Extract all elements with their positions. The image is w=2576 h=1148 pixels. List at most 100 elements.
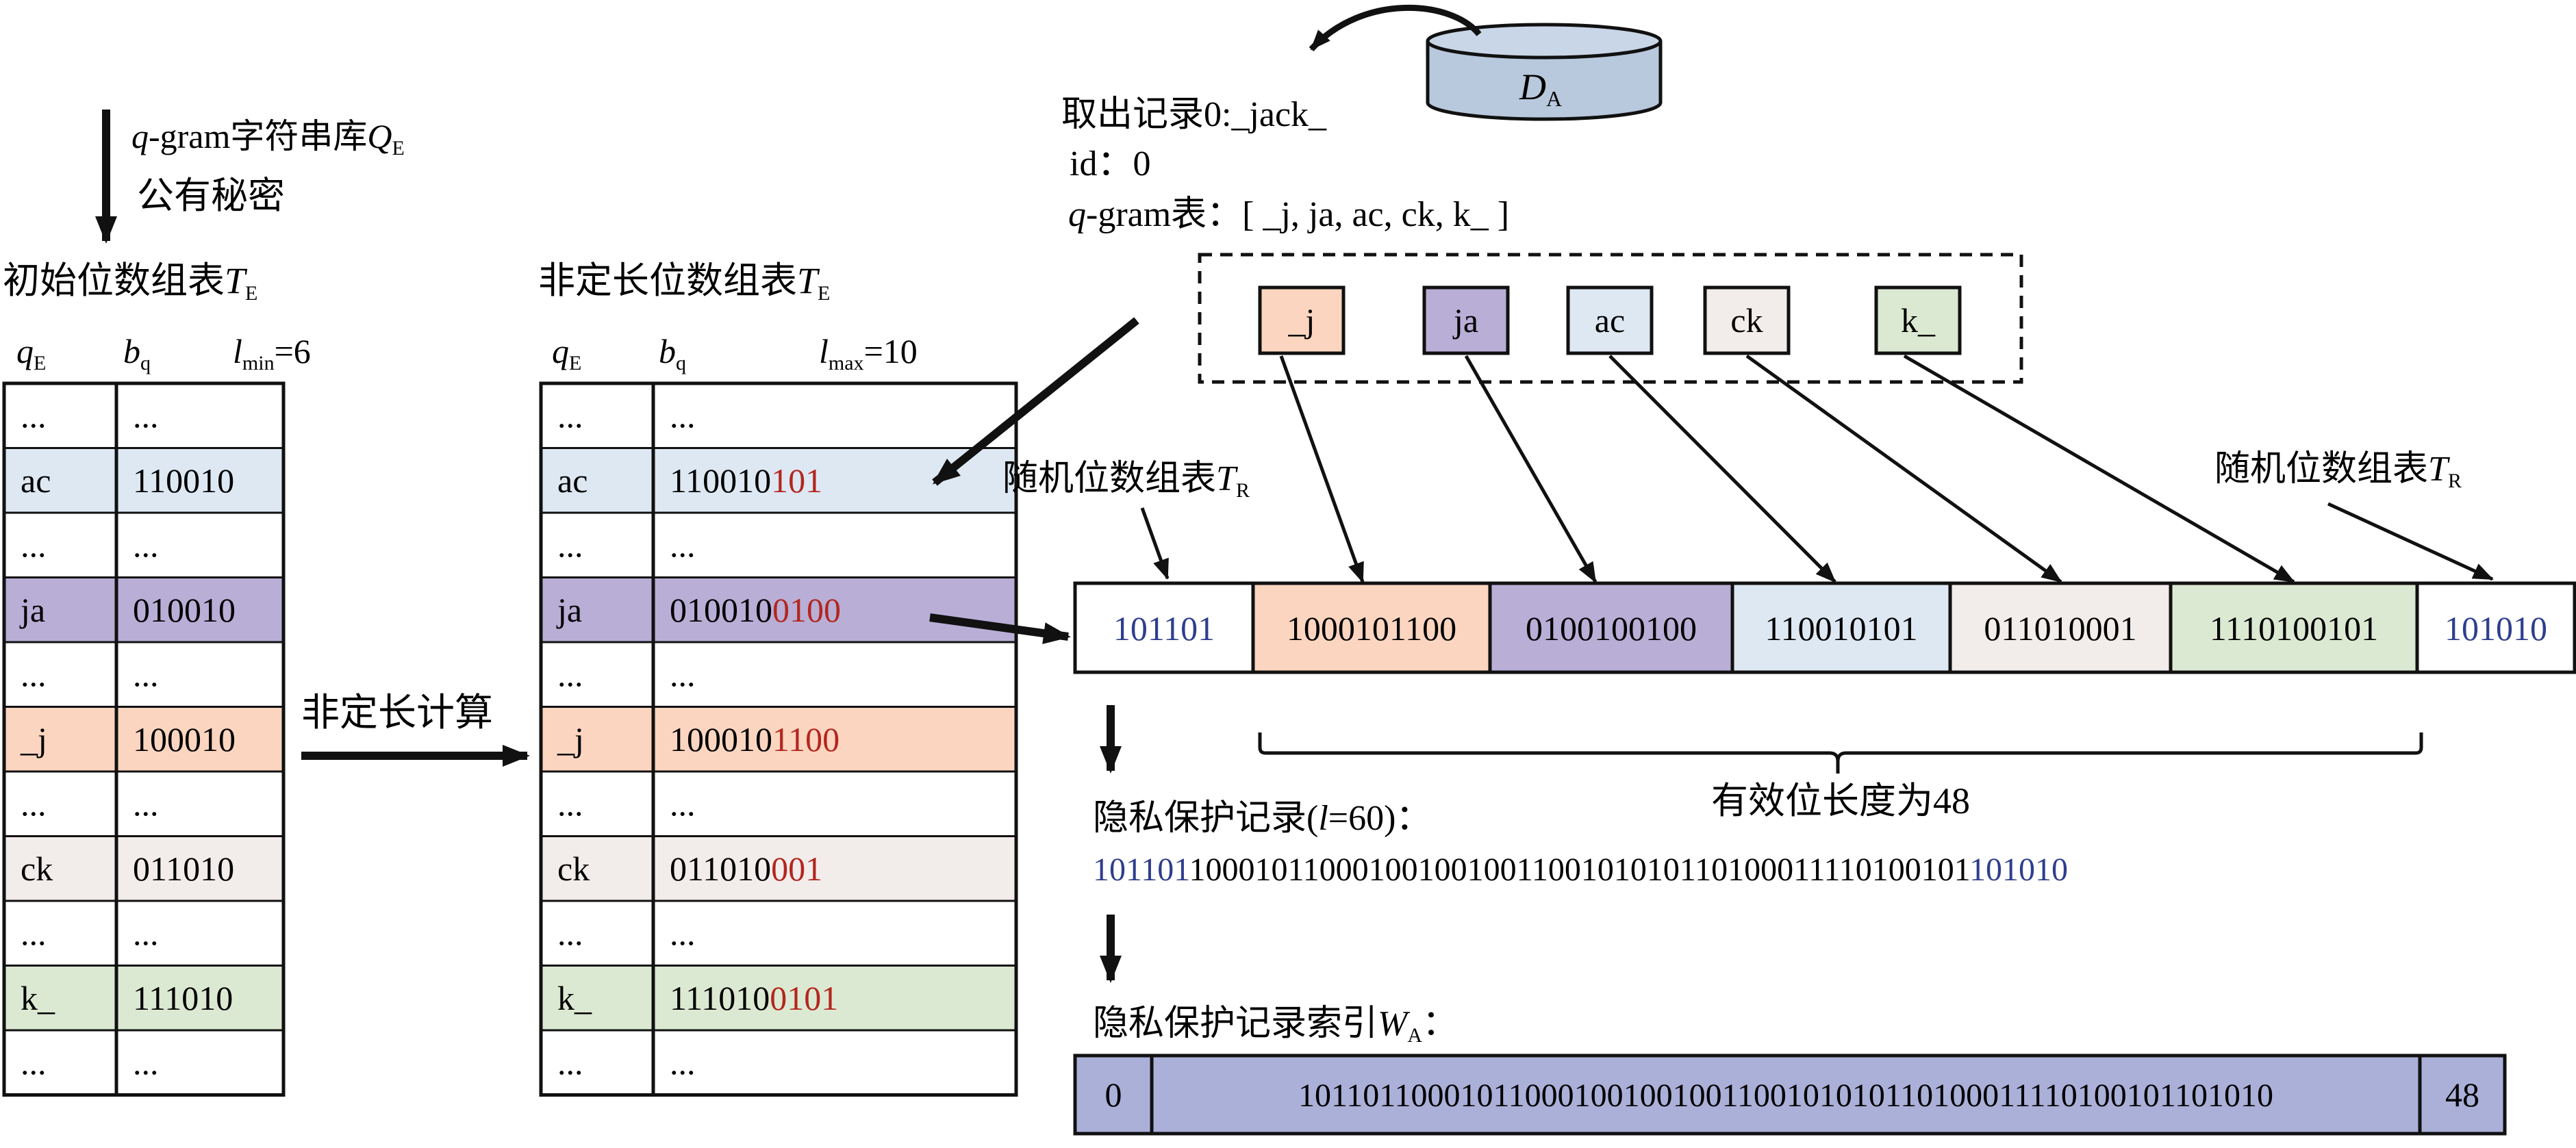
public-secret-label: 公有秘密 bbox=[137, 175, 285, 216]
record-id-label: id：0 bbox=[1070, 144, 1150, 183]
table-cell-bits: ... bbox=[133, 526, 159, 564]
table-row: ac 110010101 bbox=[541, 448, 1016, 513]
table-cell-bits: ... bbox=[133, 655, 159, 693]
table-cell-qgram: _j bbox=[20, 720, 47, 758]
table-row: ...... bbox=[4, 513, 283, 578]
table-row: k_1110100101 bbox=[541, 965, 1016, 1030]
table-cell-bits: 0100100100 bbox=[670, 591, 841, 629]
table-cell-bits: 111010 bbox=[133, 979, 233, 1017]
random-table-label-right: 随机位数组表TR bbox=[2214, 450, 2462, 492]
table-cell-qgram: ... bbox=[21, 1043, 47, 1082]
table-cell-qgram: ... bbox=[557, 655, 583, 693]
database-label: DA bbox=[1519, 66, 1562, 111]
random-left-arrow bbox=[1140, 507, 1170, 580]
table-cell-qgram: ja bbox=[556, 591, 582, 629]
variable-col-b-header: bq bbox=[659, 332, 686, 374]
table-row: k_ 111010 bbox=[4, 965, 283, 1030]
table-row: ja 0100100100 bbox=[541, 577, 1016, 642]
table-cell-bits: ... bbox=[133, 1043, 159, 1082]
table-cell-bits: ... bbox=[133, 396, 159, 435]
qgram-box: _j bbox=[1258, 285, 1346, 355]
table-cell-qgram: ja bbox=[19, 591, 45, 629]
table-cell-bits: 100010 bbox=[133, 720, 236, 758]
initial-col-q-header: qE bbox=[16, 332, 46, 374]
initial-table-title: 初始位数组表TE bbox=[3, 260, 257, 305]
bit-array-cell-text: 101101 bbox=[1113, 609, 1215, 648]
qgram-to-bit-arrows bbox=[1279, 354, 2295, 584]
privacy-record-bits: 1011011000101100010010010011001010101101… bbox=[1093, 852, 2068, 888]
qgram-to-bit-arrow bbox=[1608, 355, 1836, 583]
qgram-box: ac bbox=[1566, 285, 1654, 355]
privacy-index-row: 0 10110110001011000100100100110010101011… bbox=[1073, 1054, 2507, 1136]
table-cell-qgram: ac bbox=[557, 461, 588, 500]
table-row: ac 110010 bbox=[4, 448, 283, 513]
table-cell-qgram: k_ bbox=[21, 979, 55, 1017]
table-cell-bits: 1110100101 bbox=[670, 979, 838, 1017]
privacy-record-label: 隐私保护记录(l=60)： bbox=[1093, 799, 1431, 838]
table-cell-qgram: ... bbox=[21, 396, 47, 435]
qgram-box-label: k_ bbox=[1901, 301, 1936, 340]
table-cell-bits: 1000101100 bbox=[670, 720, 839, 758]
bit-array-cell: 011010001 bbox=[1948, 581, 2173, 674]
table-to-bitarray-arrow bbox=[929, 613, 1071, 644]
qgram-library-label: q-gram字符串库QE bbox=[131, 117, 405, 160]
random-table-label-left: 随机位数组表TR bbox=[1002, 459, 1250, 502]
qgram-box: ck bbox=[1703, 285, 1791, 355]
bit-array-cell-text: 0100100100 bbox=[1526, 609, 1697, 648]
database-curved-arrow bbox=[1309, 5, 1482, 52]
initial-col-b-header: bq bbox=[123, 332, 151, 374]
random-right-arrow bbox=[2327, 502, 2494, 581]
table-row: ...... bbox=[4, 642, 283, 707]
qgram-boxes-container bbox=[1198, 253, 2023, 384]
privacy-index-length: 48 bbox=[2445, 1075, 2479, 1114]
qgram-box-label: ck bbox=[1730, 301, 1763, 340]
table-cell-qgram: ... bbox=[21, 526, 47, 564]
table-row: ...... bbox=[4, 383, 283, 448]
table-cell-bits: ... bbox=[670, 655, 696, 693]
qgram-to-bit-arrow bbox=[1279, 355, 1365, 583]
qgram-box-label: ac bbox=[1595, 301, 1625, 340]
privacy-index-id: 0 bbox=[1105, 1075, 1122, 1114]
bit-array-cell-text: 1110100101 bbox=[2210, 609, 2378, 648]
initial-lmin-label: lmin=6 bbox=[233, 332, 311, 374]
bit-array-cell: 1110100101 bbox=[2169, 581, 2419, 674]
table-row: _j 100010 bbox=[4, 706, 283, 771]
bit-array-cell: 0100100100 bbox=[1488, 581, 1734, 674]
bit-array-random-cell: 101010 bbox=[2415, 581, 2576, 674]
table-cell-qgram: ck bbox=[21, 850, 53, 888]
table-cell-qgram: ac bbox=[21, 461, 51, 500]
variable-lmax-label: lmax=10 bbox=[819, 332, 918, 374]
qgram-box-label: ja bbox=[1452, 301, 1478, 340]
table-row: ...... bbox=[541, 771, 1016, 837]
table-row: ...... bbox=[541, 1030, 1016, 1095]
table-cell-qgram: ... bbox=[557, 1043, 583, 1082]
bit-array-random-cell: 101101 bbox=[1073, 581, 1255, 674]
bit-array-cell-text: 011010001 bbox=[1984, 609, 2136, 648]
table-row: ...... bbox=[4, 771, 283, 837]
table-cell-bits: 110010101 bbox=[670, 461, 822, 500]
table-cell-qgram: ... bbox=[21, 785, 47, 823]
bit-array-cell: 1000101100 bbox=[1251, 581, 1492, 674]
valid-length-brace bbox=[1258, 732, 2423, 774]
table-cell-bits: 110010 bbox=[133, 461, 234, 500]
qgram-to-bit-arrow bbox=[1464, 355, 1598, 583]
table-cell-qgram: ... bbox=[557, 914, 583, 952]
table-cell-bits: ... bbox=[133, 914, 159, 952]
qgram-box: ja bbox=[1422, 285, 1510, 355]
table-cell-qgram: ... bbox=[21, 914, 47, 952]
table-row: ...... bbox=[541, 513, 1016, 578]
variable-bit-array-table: ...... ac 110010101...... ja 0100100100.....… bbox=[539, 381, 1018, 1097]
privacy-index-label: 隐私保护记录索引WA： bbox=[1093, 1004, 1458, 1047]
table-cell-bits: ... bbox=[670, 526, 696, 564]
table-cell-bits: ... bbox=[670, 1043, 696, 1082]
table-cell-qgram: ... bbox=[557, 396, 583, 435]
table-cell-qgram: ... bbox=[21, 655, 47, 693]
variable-col-q-header: qE bbox=[552, 332, 581, 374]
table-row: ...... bbox=[541, 642, 1016, 707]
